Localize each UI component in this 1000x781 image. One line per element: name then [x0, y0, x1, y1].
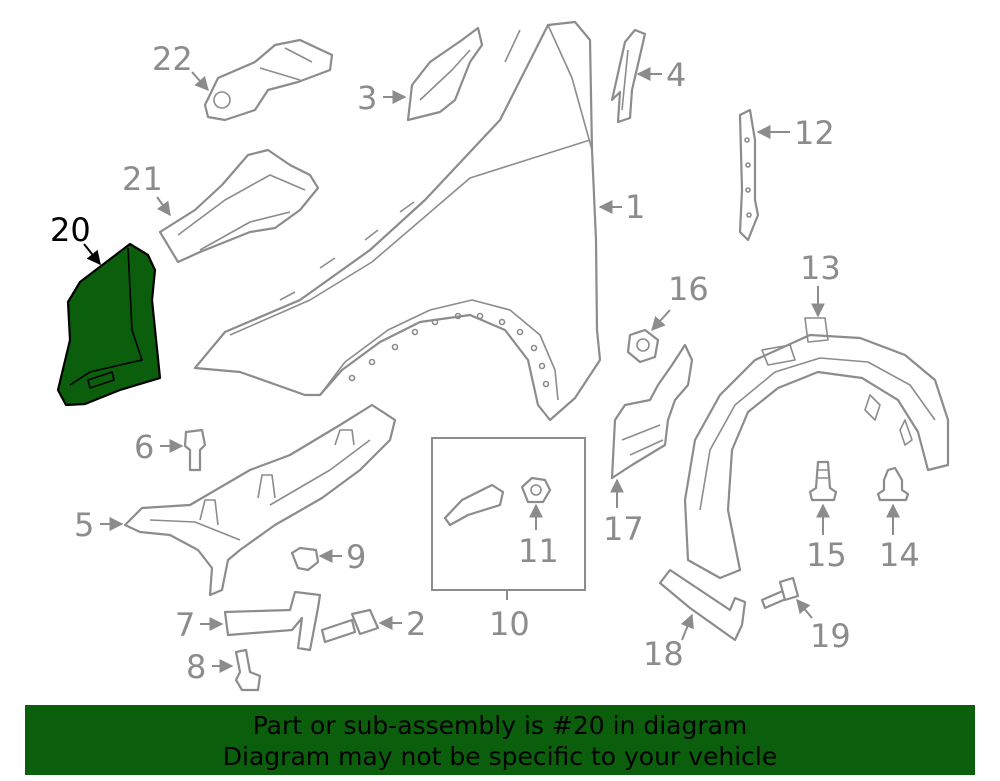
callout-19[interactable]: 19: [810, 617, 851, 655]
part-12-strip[interactable]: [738, 108, 760, 242]
part-20-shield[interactable]: [56, 242, 162, 407]
callout-4[interactable]: 4: [666, 56, 686, 94]
part-7-bracket[interactable]: [223, 590, 322, 652]
part-10-kit-box[interactable]: [431, 437, 586, 591]
leader-16: [651, 309, 671, 332]
part-6-bolt[interactable]: [183, 428, 207, 472]
part-3-bracket[interactable]: [406, 26, 484, 122]
banner-line-2: Diagram may not be specific to your vehi…: [222, 742, 778, 771]
callout-6[interactable]: 6: [134, 428, 154, 466]
callout-20[interactable]: 20: [50, 211, 91, 249]
callout-5[interactable]: 5: [74, 506, 94, 544]
leader-20: [83, 243, 101, 266]
callout-11[interactable]: 11: [518, 532, 559, 570]
part-15-screw[interactable]: [808, 460, 838, 502]
callout-14[interactable]: 14: [879, 536, 920, 574]
part-9-clip[interactable]: [290, 546, 320, 572]
callout-21[interactable]: 21: [122, 160, 163, 198]
part-21-bracket[interactable]: [158, 148, 320, 264]
callout-12[interactable]: 12: [794, 114, 835, 152]
part-5-bracket[interactable]: [123, 403, 397, 597]
part-17-guard[interactable]: [610, 343, 694, 480]
leader-19: [796, 598, 813, 619]
callout-13[interactable]: 13: [800, 249, 841, 287]
part-18-flap[interactable]: [658, 568, 747, 642]
leader-22: [191, 71, 209, 92]
leader-21: [156, 196, 171, 217]
callout-18[interactable]: 18: [643, 635, 684, 673]
info-banner: Part or sub-assembly is #20 in diagram D…: [25, 705, 975, 775]
callout-8[interactable]: 8: [186, 648, 206, 686]
part-16-clip[interactable]: [626, 328, 660, 364]
banner-line-1: Part or sub-assembly is #20 in diagram: [252, 711, 748, 740]
part-19-bolt[interactable]: [760, 576, 800, 610]
callout-16[interactable]: 16: [668, 270, 709, 308]
part-1-fender[interactable]: [193, 20, 602, 422]
part-22-bracket[interactable]: [203, 38, 334, 122]
callout-7[interactable]: 7: [175, 606, 195, 644]
part-2-bolt[interactable]: [320, 608, 380, 644]
part-8-bolt[interactable]: [234, 648, 262, 692]
leader-18: [680, 613, 694, 641]
callout-17[interactable]: 17: [603, 510, 644, 548]
callout-10[interactable]: 10: [489, 605, 530, 643]
callout-15[interactable]: 15: [806, 536, 847, 574]
part-4-strip[interactable]: [610, 28, 647, 124]
callout-1[interactable]: 1: [625, 188, 645, 226]
callout-9[interactable]: 9: [346, 538, 366, 576]
callout-2[interactable]: 2: [406, 605, 426, 643]
part-13-liner[interactable]: [683, 317, 950, 580]
callout-3[interactable]: 3: [357, 79, 377, 117]
callout-22[interactable]: 22: [152, 40, 193, 78]
part-14-clip[interactable]: [876, 466, 910, 502]
